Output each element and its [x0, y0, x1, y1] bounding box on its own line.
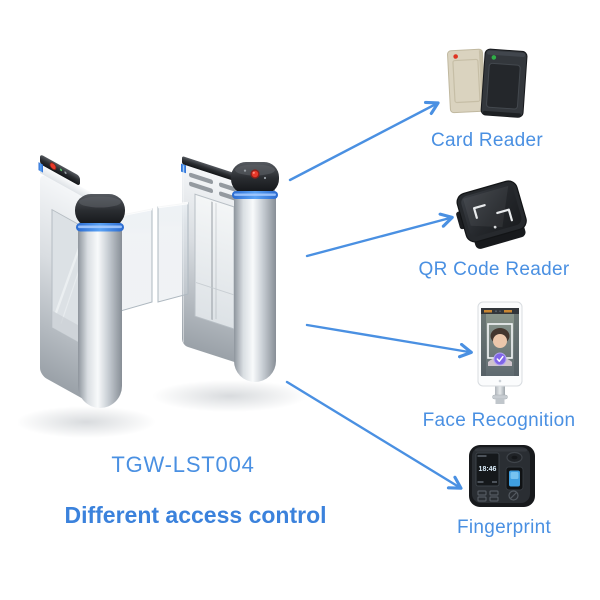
right-cabinet: [181, 156, 279, 382]
green-led: [491, 55, 497, 60]
qr-code-reader-image: [452, 174, 536, 258]
scan-frame-bracket: [496, 208, 513, 222]
label-card-reader: Card Reader: [430, 130, 544, 151]
red-led: [453, 54, 458, 59]
person-face: [493, 334, 507, 348]
label-qr-code-reader: QR Code Reader: [418, 259, 570, 280]
beige-card-reader: [447, 48, 486, 114]
face-recognition-image: [474, 300, 526, 405]
left-cabinet-shadow: [18, 406, 156, 438]
label-face-recognition: Face Recognition: [422, 410, 576, 431]
black-card-reader: [480, 48, 528, 118]
card-reader-image: [441, 42, 529, 126]
verified-badge: [493, 352, 507, 366]
speed-gate-turnstile-image: [18, 155, 308, 438]
page-caption: Different access control: [64, 502, 327, 528]
screen-time: 18:46: [479, 466, 497, 473]
pole-collar: [492, 394, 508, 400]
left-cabinet: [38, 155, 125, 408]
pole: [495, 386, 505, 399]
label-fingerprint: Fingerprint: [456, 517, 552, 538]
check-icon: [496, 355, 504, 362]
right-cabinet-shadow: [152, 380, 308, 412]
screen: [475, 452, 500, 487]
right-pillar: [231, 162, 279, 382]
glass-wings: [116, 201, 189, 313]
product-model: TGW-LST004: [111, 452, 255, 477]
left-pillar: [75, 194, 125, 408]
fingerprint-image: 18:46: [466, 442, 540, 514]
scan-frame-bracket: [472, 204, 486, 219]
